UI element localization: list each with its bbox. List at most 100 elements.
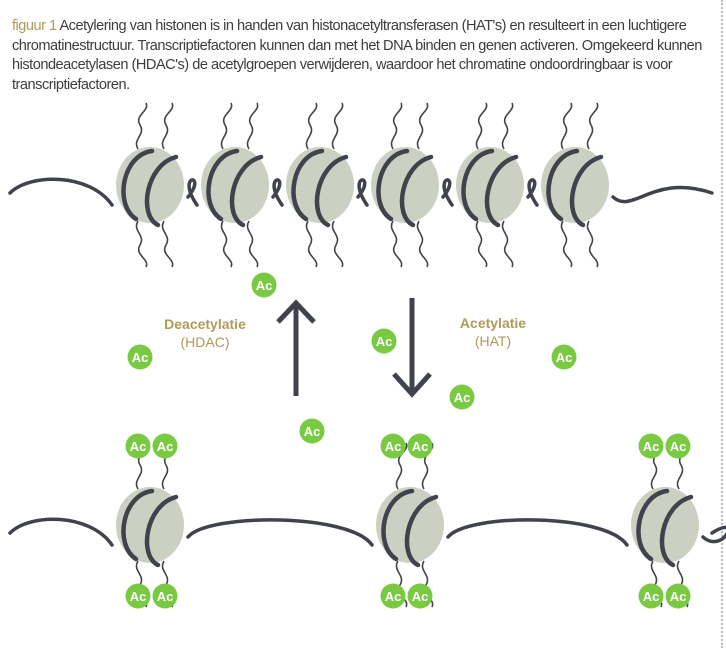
deacetylation-enzyme: (HDAC) bbox=[180, 334, 230, 350]
acetyl-label: Ac bbox=[130, 439, 147, 454]
acetyl-label: Ac bbox=[643, 589, 660, 604]
acetyl-label: Ac bbox=[385, 589, 402, 604]
dna-wrap bbox=[376, 148, 410, 222]
acetyl-group: Ac bbox=[152, 433, 178, 459]
nucleosome bbox=[456, 102, 524, 268]
nucleosome bbox=[371, 102, 439, 268]
nucleosome bbox=[201, 102, 269, 268]
dna-wrap bbox=[569, 154, 604, 228]
dna-wrap bbox=[546, 148, 580, 222]
histone-tail bbox=[416, 220, 429, 268]
acetyl-label: Ac bbox=[670, 589, 687, 604]
acetyl-circle bbox=[665, 433, 691, 459]
nucleosome bbox=[541, 102, 609, 268]
acetyl-circle bbox=[407, 433, 433, 459]
acetyl-group: Ac bbox=[551, 344, 577, 370]
acetyl-circle bbox=[449, 384, 475, 410]
acetyl-label: Ac bbox=[670, 439, 687, 454]
dna-wrap bbox=[461, 148, 495, 222]
dna-wrap bbox=[399, 154, 434, 228]
acetyl-circle bbox=[125, 433, 151, 459]
histone-tail bbox=[135, 220, 148, 268]
dna-wrap bbox=[484, 154, 519, 228]
acetyl-label: Ac bbox=[256, 278, 273, 293]
page-border bbox=[721, 0, 723, 648]
dna-wrap bbox=[144, 154, 179, 228]
acetyl-label: Ac bbox=[412, 439, 429, 454]
acetyl-label: Ac bbox=[556, 350, 573, 365]
histone-tail bbox=[395, 560, 408, 608]
dna-strand bbox=[8, 177, 714, 207]
histone-tail bbox=[501, 102, 514, 150]
acetyl-group: Ac bbox=[449, 384, 475, 410]
histone-tail bbox=[305, 102, 318, 150]
histone-tail bbox=[161, 102, 174, 150]
nucleosome bbox=[116, 442, 184, 608]
acetyl-circle bbox=[127, 344, 153, 370]
acetyl-label: Ac bbox=[376, 334, 393, 349]
acetyl-label: Ac bbox=[643, 439, 660, 454]
arrow-up-icon bbox=[276, 299, 316, 396]
acetyl-circle bbox=[152, 433, 178, 459]
histone-tail bbox=[220, 220, 233, 268]
histone-tail bbox=[560, 102, 573, 150]
acetyl-group: Ac bbox=[638, 433, 664, 459]
figure-caption: figuur 1 Acetylering van histonen is in … bbox=[12, 17, 712, 95]
histone-tail bbox=[305, 220, 318, 268]
acetyl-circle bbox=[407, 583, 433, 609]
acetylation-enzyme: (HAT) bbox=[474, 333, 512, 349]
dna-wrap bbox=[659, 494, 694, 568]
acetyl-label: Ac bbox=[304, 424, 321, 439]
nucleosome bbox=[376, 442, 444, 608]
deacetylation-title: Deacetylatie bbox=[164, 316, 246, 332]
histone-tail bbox=[390, 102, 403, 150]
acetyl-label: Ac bbox=[412, 589, 429, 604]
nucleosome bbox=[116, 102, 184, 268]
histone-tail bbox=[246, 102, 259, 150]
deacetylation-label: Deacetylatie (HDAC) bbox=[140, 315, 270, 351]
histone-tail bbox=[416, 102, 429, 150]
acetyl-circle bbox=[551, 344, 577, 370]
dna-wrap bbox=[121, 488, 155, 562]
acetylation-label: Acetylatie (HAT) bbox=[428, 314, 558, 350]
histone-tail bbox=[246, 220, 259, 268]
acetyl-label: Ac bbox=[157, 439, 174, 454]
histone-tail bbox=[586, 220, 599, 268]
histone-tail bbox=[135, 102, 148, 150]
histone-tail bbox=[395, 442, 408, 490]
histone-tail bbox=[161, 220, 174, 268]
nucleosome bbox=[631, 442, 699, 608]
acetyl-group: Ac bbox=[251, 272, 277, 298]
histone-tail bbox=[390, 220, 403, 268]
acetyl-label: Ac bbox=[454, 390, 471, 405]
figure-label: figuur 1 bbox=[12, 18, 57, 34]
acetyl-circle bbox=[638, 433, 664, 459]
caption-text: Acetylering van histonen is in handen va… bbox=[12, 18, 702, 93]
dna-wrap bbox=[229, 154, 264, 228]
acetyl-group: Ac bbox=[125, 433, 151, 459]
histone-tail bbox=[586, 102, 599, 150]
histone-tail bbox=[331, 102, 344, 150]
acetyl-circle bbox=[638, 583, 664, 609]
acetyl-group: Ac bbox=[638, 583, 664, 609]
acetyl-group: Ac bbox=[125, 583, 151, 609]
histone-tail bbox=[475, 102, 488, 150]
acetyl-circle bbox=[371, 328, 397, 354]
acetyl-group: Ac bbox=[152, 583, 178, 609]
dna-wrap bbox=[144, 494, 179, 568]
histone-tail bbox=[475, 220, 488, 268]
acetyl-circle bbox=[152, 583, 178, 609]
acetyl-group: Ac bbox=[299, 418, 325, 444]
acetyl-circle bbox=[299, 418, 325, 444]
acetylation-title: Acetylatie bbox=[459, 315, 527, 331]
acetyl-circle bbox=[380, 433, 406, 459]
dna-wrap bbox=[121, 148, 155, 222]
acetyl-circle bbox=[251, 272, 277, 298]
acetyl-label: Ac bbox=[130, 589, 147, 604]
dna-strand bbox=[8, 517, 726, 547]
histone-tail bbox=[331, 220, 344, 268]
acetyl-group: Ac bbox=[380, 433, 406, 459]
arrow-down-icon bbox=[392, 298, 432, 398]
acetyl-group: Ac bbox=[665, 583, 691, 609]
